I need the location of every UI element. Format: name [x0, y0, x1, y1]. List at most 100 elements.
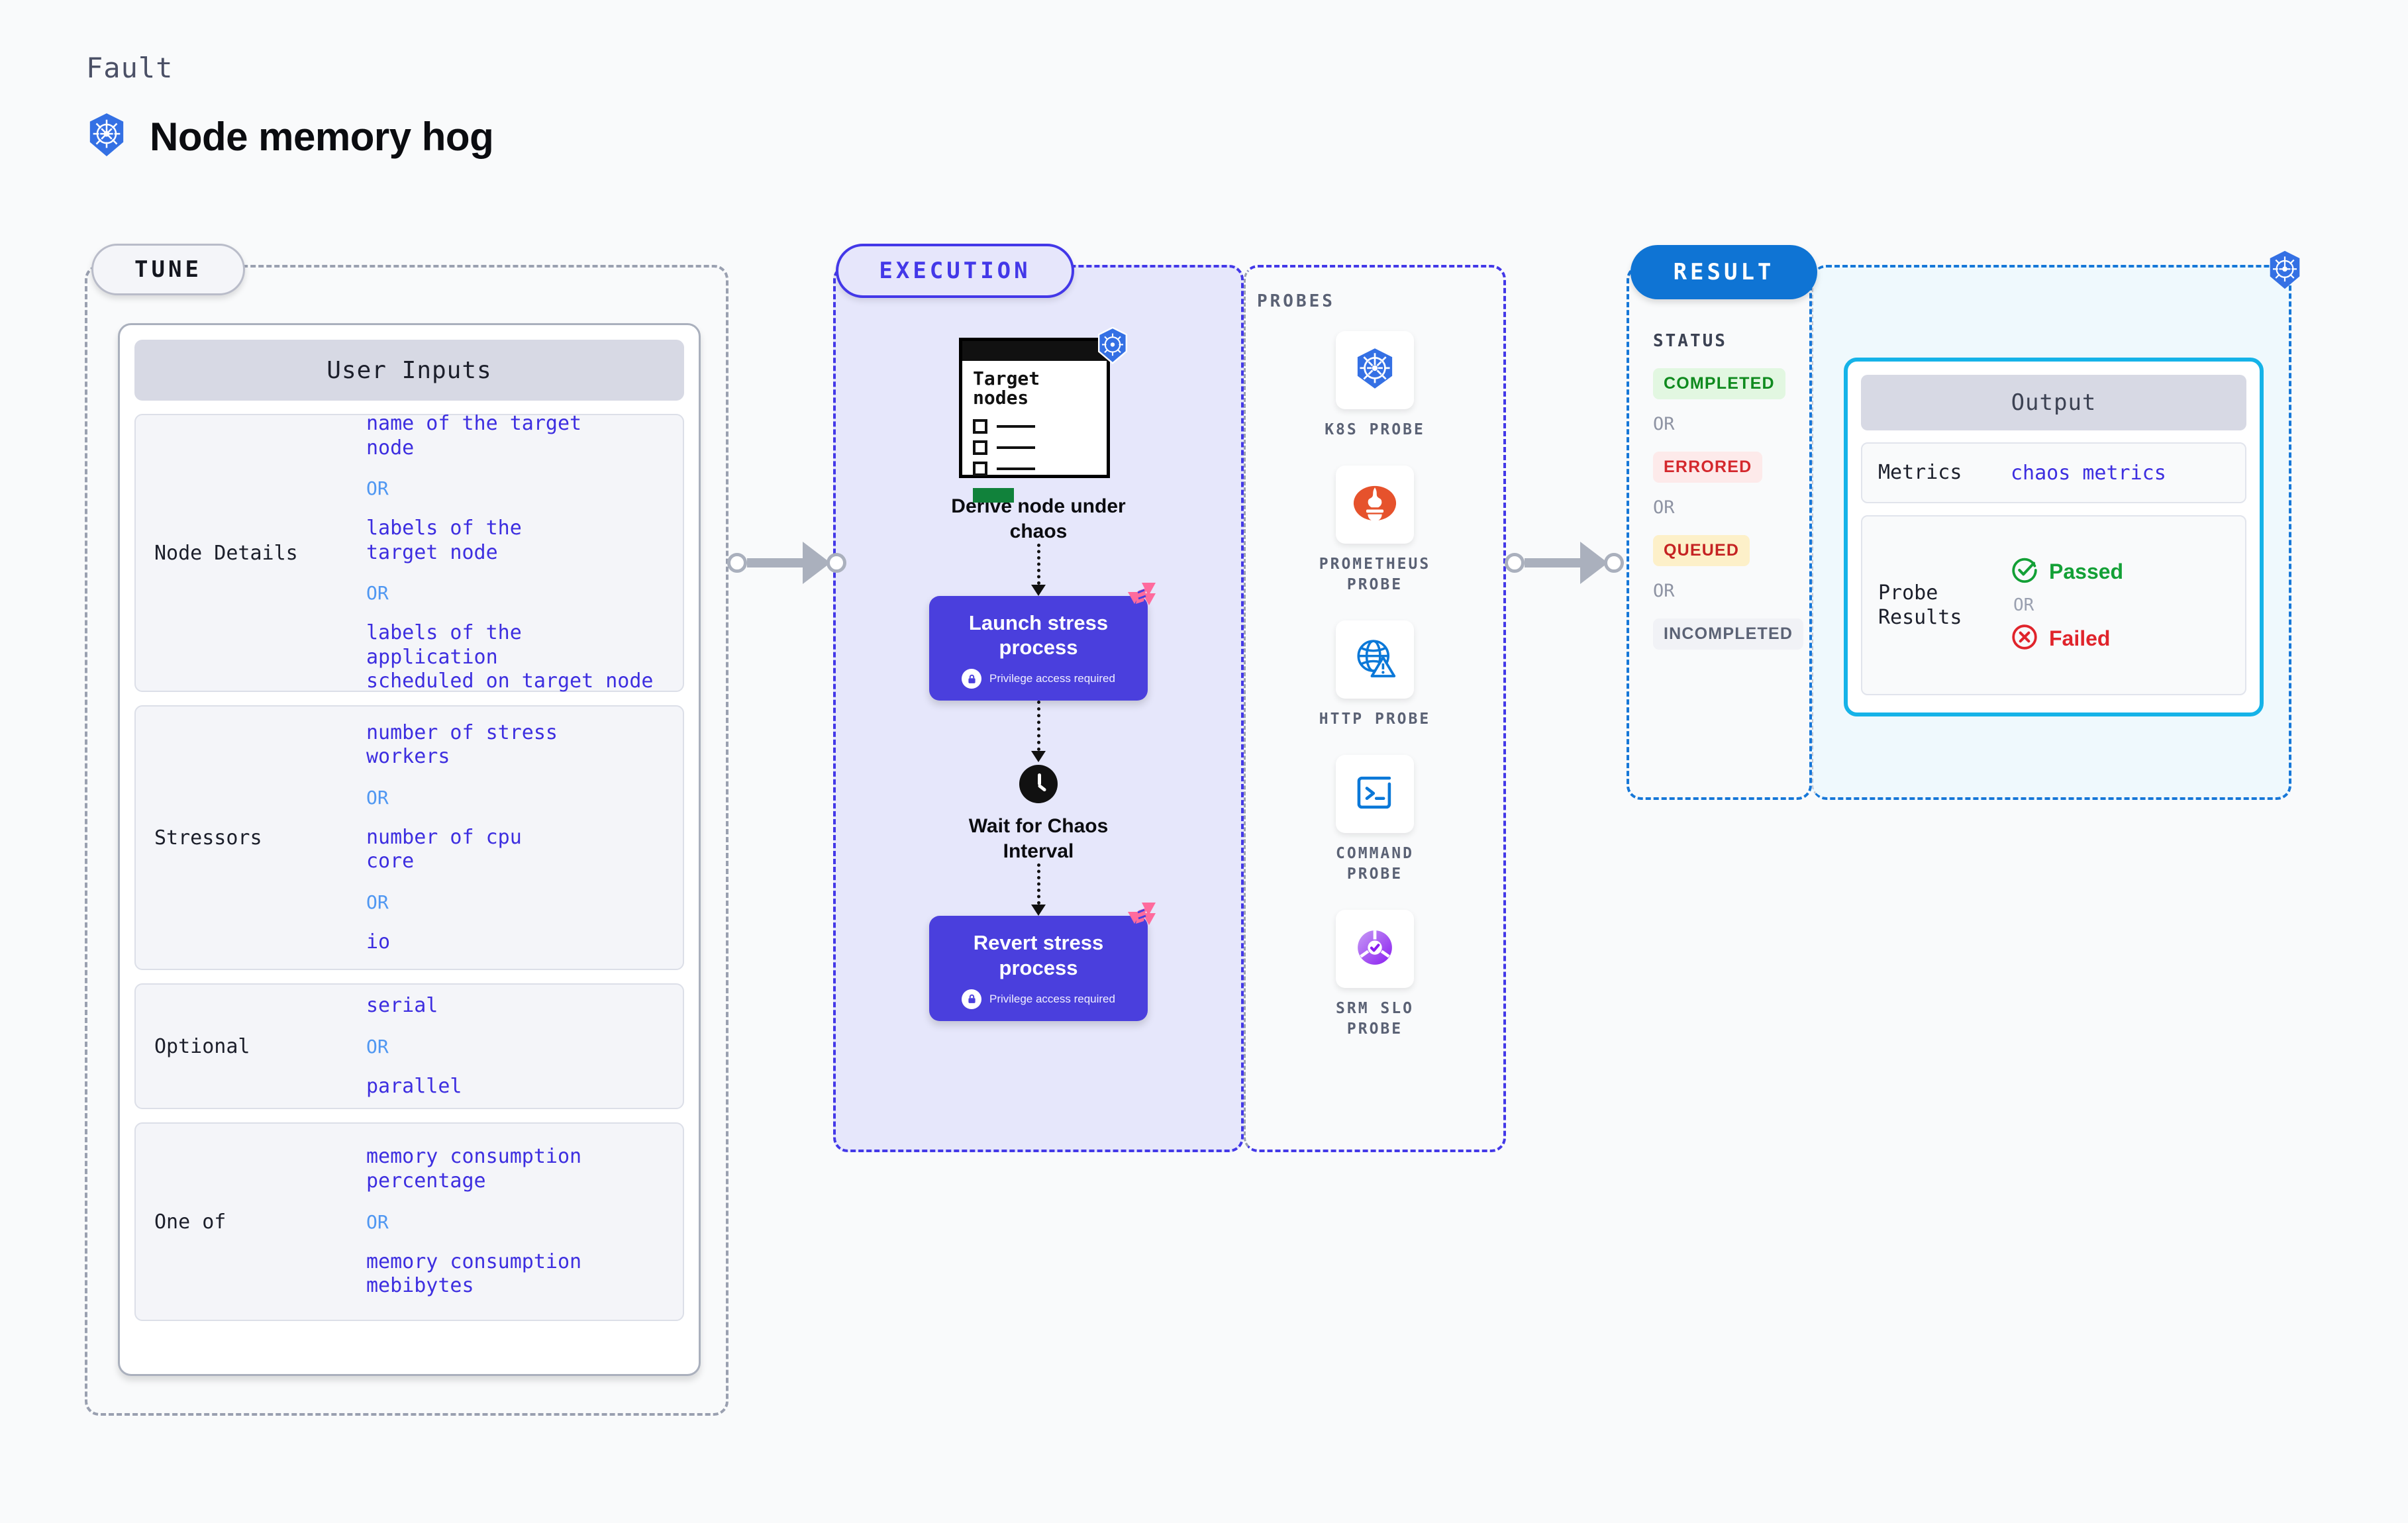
or-separator: OR	[366, 891, 389, 913]
privilege-note: Privilege access required	[962, 669, 1115, 689]
status-column: STATUS COMPLETED OR ERRORED OR QUEUED OR…	[1653, 331, 1812, 650]
user-inputs-card: User Inputs Node Details name of the tar…	[118, 323, 701, 1376]
x-circle-icon	[2011, 623, 2038, 654]
probe-passed-label: Passed	[2049, 560, 2124, 583]
chip-execution[interactable]: EXECUTION	[836, 244, 1074, 298]
chip-tune[interactable]: TUNE	[91, 244, 245, 295]
step-revert-stress-process[interactable]: Revert stress process Privilege access r…	[929, 903, 1156, 1021]
status-badge: INCOMPLETED	[1653, 618, 1804, 650]
probe-tile[interactable]	[1336, 331, 1414, 409]
connector-tune-to-execution	[727, 542, 846, 584]
probe-tile[interactable]	[1336, 755, 1414, 834]
harness-icon	[1127, 581, 1157, 613]
step-launch-stress-process[interactable]: Launch stress process Privilege access r…	[929, 583, 1156, 701]
probe-k8s[interactable]: K8S PROBE	[1325, 331, 1425, 440]
checkbox-icon	[973, 462, 987, 476]
row-value: serial	[366, 993, 438, 1017]
harness-icon	[1127, 901, 1157, 932]
placeholder-line	[997, 425, 1035, 428]
probes-title: PROBES	[1257, 291, 1335, 311]
connector-line	[747, 558, 804, 567]
result-status-frame	[1627, 265, 1812, 800]
lock-icon	[962, 669, 982, 689]
arrow-head-icon	[1031, 905, 1046, 916]
row-value: labels of the application scheduled on t…	[366, 621, 654, 693]
row-value: memory consumption mebibytes	[366, 1250, 582, 1298]
connector-dot	[1505, 553, 1525, 573]
privilege-note: Privilege access required	[962, 989, 1115, 1009]
window-titlebar	[962, 341, 1107, 361]
status-title: STATUS	[1653, 331, 1727, 351]
step-title: Revert stress process	[973, 931, 1104, 979]
probe-http[interactable]: HTTP PROBE	[1319, 620, 1430, 730]
execution-flow: Target nodes	[833, 285, 1244, 1021]
list-item	[973, 462, 1035, 476]
probe-command[interactable]: COMMAND PROBE	[1336, 755, 1414, 885]
row-value-metrics: chaos metrics	[2011, 461, 2166, 485]
probe-tile[interactable]	[1335, 620, 1414, 699]
row-key-stressors: Stressors	[154, 826, 262, 850]
page-title: Node memory hog	[150, 115, 494, 159]
flow-arrow	[1031, 863, 1046, 916]
status-badge: COMPLETED	[1653, 368, 1785, 399]
probe-label: K8S PROBE	[1325, 421, 1425, 438]
connector-dot	[1604, 553, 1624, 573]
status-badge: ERRORED	[1653, 452, 1763, 483]
checkbox-icon	[973, 419, 987, 434]
probe-tile[interactable]	[1336, 910, 1414, 989]
probe-result-passed: Passed	[2011, 556, 2123, 587]
fault-kicker: Fault	[86, 52, 174, 84]
prometheus-icon	[1350, 478, 1400, 532]
target-nodes-list	[973, 419, 1035, 476]
flow-arrow	[1031, 544, 1046, 596]
row-value: parallel	[366, 1074, 462, 1098]
row-value: number of stress workers	[366, 720, 558, 769]
probe-label: PROMETHEUS PROBE	[1319, 556, 1431, 594]
chip-result[interactable]: RESULT	[1630, 245, 1817, 299]
or-separator: OR	[366, 477, 389, 500]
arrow-head-icon	[1031, 751, 1046, 763]
flow-arrow	[1031, 701, 1046, 763]
status-badge: QUEUED	[1653, 535, 1750, 566]
row-value: labels of the target node	[366, 516, 522, 564]
probe-prometheus[interactable]: PROMETHEUS PROBE	[1319, 466, 1430, 595]
lock-icon	[962, 989, 982, 1009]
or-separator: OR	[366, 1210, 389, 1233]
derive-node-caption: Derive node under chaos	[951, 495, 1126, 542]
terminal-icon	[1352, 769, 1398, 819]
probe-tile[interactable]	[1335, 466, 1414, 544]
row-key-metrics: Metrics	[1878, 461, 1962, 485]
row-value: number of cpu core	[366, 825, 522, 873]
row-value: io	[366, 930, 391, 954]
output-card: Output Metrics chaos metrics Probe Resul…	[1844, 358, 2264, 716]
row-value: name of the target node	[366, 411, 582, 460]
http-globe-icon	[1351, 634, 1399, 685]
or-separator: OR	[2013, 595, 2034, 615]
or-separator: OR	[1653, 414, 1675, 434]
tune-section-frame	[85, 265, 728, 1416]
probe-label: COMMAND PROBE	[1336, 845, 1414, 883]
probe-failed-label: Failed	[2049, 626, 2111, 650]
list-item	[973, 440, 1035, 455]
wait-interval-caption: Wait for Chaos Interval	[968, 815, 1109, 862]
progress-bar	[973, 488, 1014, 503]
clock-icon	[1019, 765, 1058, 804]
kubernetes-icon	[86, 113, 127, 161]
list-item	[973, 419, 1035, 434]
probe-srm-slo[interactable]: SRM SLO PROBE	[1336, 910, 1414, 1040]
step-title: Launch stress process	[968, 611, 1109, 660]
connector-dot	[827, 553, 846, 573]
target-nodes-illustration: Target nodes	[959, 326, 1127, 503]
row-key-optional: Optional	[154, 1034, 250, 1058]
kubernetes-icon	[1095, 326, 1130, 368]
or-separator: OR	[366, 1035, 389, 1057]
kubernetes-icon	[1350, 344, 1400, 397]
row-key-node-details: Node Details	[154, 541, 298, 565]
row-key-one-of: One of	[154, 1210, 226, 1234]
table-row: Stressors number of stress workers OR nu…	[134, 705, 684, 970]
probe-label: SRM SLO PROBE	[1336, 1000, 1414, 1038]
or-separator: OR	[366, 786, 389, 809]
table-row: One of memory consumption percentage OR …	[134, 1122, 684, 1321]
arrow-head-icon	[803, 542, 830, 584]
